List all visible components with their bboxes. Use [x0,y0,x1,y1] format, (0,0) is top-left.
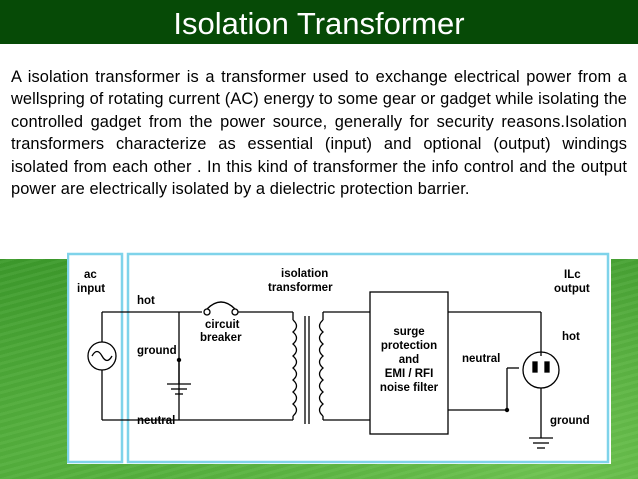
body-paragraph: A isolation transformer is a transformer… [11,68,627,199]
sine-wave-icon [91,350,113,362]
output-label-2: output [554,283,590,295]
filter-label-5: noise filter [380,382,439,394]
output-label-1: ILc [564,269,581,281]
filter-label-4: EMI / RFI [385,368,434,380]
hot-label-right: hot [562,331,580,343]
breaker-label-2: breaker [200,332,242,344]
outlet-symbol [522,351,560,389]
ac-input-label-1: ac [84,269,97,281]
hot-label-left: hot [137,295,155,307]
filter-label-3: and [399,354,419,366]
filter-label-2: protection [381,340,437,352]
secondary-winding [318,319,324,417]
ac-input-highlight-box [67,252,124,464]
circuit-diagram-svg: ac input hot ground neutral circuit brea… [67,252,610,464]
slide-title: Isolation Transformer [173,5,465,41]
ground-label-right: ground [550,415,590,427]
transformer-label-1: isolation [281,268,328,280]
primary-winding [292,319,298,417]
ac-input-label-2: input [77,283,105,295]
neutral-label-right: neutral [462,353,500,365]
transformer-label-2: transformer [268,282,333,294]
circuit-breaker-symbol [206,301,236,310]
breaker-label-1: circuit [205,319,240,331]
output-highlight-box [126,252,610,464]
text-panel: A isolation transformer is a transformer… [0,44,638,259]
circuit-diagram: ac input hot ground neutral circuit brea… [67,252,611,464]
title-bar: Isolation Transformer [0,0,638,44]
ground-label-left: ground [137,345,177,357]
neutral-label-left: neutral [137,415,175,427]
filter-box [369,291,449,435]
filter-label-1: surge [393,326,424,338]
